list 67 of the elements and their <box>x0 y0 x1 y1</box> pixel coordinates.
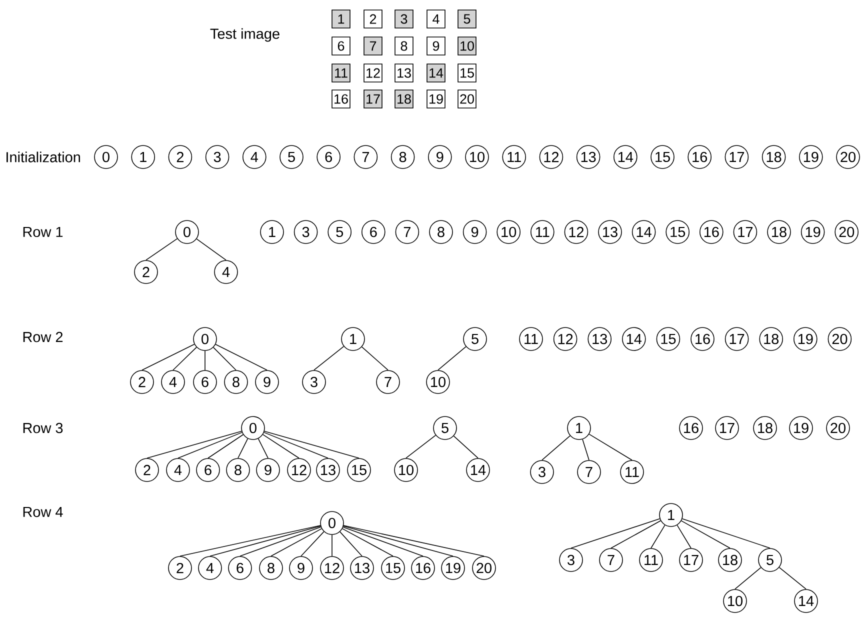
grid-cell: 10 <box>458 36 476 56</box>
tree-edge <box>342 526 424 556</box>
grid-cell: 5 <box>458 10 476 28</box>
tree-edge <box>362 346 388 370</box>
tree-edge <box>262 434 300 458</box>
grid-cell: 6 <box>332 36 350 56</box>
grid-cell: 7 <box>364 36 382 56</box>
tree-edge <box>676 524 692 548</box>
tree-edge <box>542 435 570 460</box>
tree-edge <box>343 525 484 556</box>
tree-edge <box>438 346 466 370</box>
grid-cell: 1 <box>332 10 350 28</box>
tree-edge <box>146 430 242 458</box>
tree-edge <box>142 344 195 370</box>
tree-edge <box>204 350 206 370</box>
tree-edge <box>588 434 632 460</box>
grid-cell: 11 <box>332 64 350 82</box>
tree-edge <box>178 432 242 458</box>
tree-edge <box>146 238 178 260</box>
tree-edge <box>681 520 730 548</box>
tree-edge <box>570 518 660 548</box>
grid-cell: 8 <box>394 36 414 56</box>
row-label: Test image <box>210 28 280 42</box>
grid-cell: 13 <box>394 64 414 82</box>
grid-cell: 15 <box>458 64 476 82</box>
tree-edge <box>240 526 322 556</box>
tree-edge <box>453 436 478 458</box>
tree-edge <box>208 434 244 458</box>
grid-cell: 12 <box>364 64 382 82</box>
tree-edge <box>778 567 806 590</box>
grid-cell: 3 <box>394 10 414 28</box>
tree-edge <box>650 524 666 548</box>
row-label: Initialization <box>6 152 80 162</box>
tree-edge <box>406 434 436 458</box>
tree-edge <box>314 346 344 370</box>
tree-edge <box>264 430 360 458</box>
tree-edge <box>215 344 268 370</box>
row-label: Row 2 <box>23 332 63 342</box>
tree-edge <box>258 438 268 458</box>
grid-cell: 17 <box>364 90 382 108</box>
tree-edge <box>238 438 248 458</box>
tree-edge <box>582 438 590 460</box>
grid-cell: 20 <box>458 90 476 108</box>
tree-edge <box>342 528 394 556</box>
grid-cell: 16 <box>332 90 350 108</box>
row-label: Row 3 <box>23 422 63 434</box>
grid-cell: 14 <box>426 64 446 82</box>
tree-edge <box>343 526 454 556</box>
tree-edge <box>213 347 236 370</box>
grid-cell: 9 <box>426 36 446 56</box>
tree-edge <box>340 531 362 556</box>
grid-cell: 2 <box>364 10 382 28</box>
tree-edge <box>270 528 322 556</box>
row-label: Row 4 <box>23 506 63 518</box>
grid-cell: 4 <box>426 10 446 28</box>
tree-edge <box>172 346 197 370</box>
tree-edge <box>300 531 324 556</box>
tree-edge <box>210 526 321 556</box>
tree-edge <box>682 518 770 548</box>
tree-edge <box>196 238 226 260</box>
grid-cell: 18 <box>394 90 414 108</box>
tree-edge <box>264 432 328 458</box>
row-label: Row 1 <box>23 226 63 238</box>
tree-edge <box>180 525 321 556</box>
tree-edge <box>734 567 762 590</box>
grid-cell: 19 <box>426 90 446 108</box>
tree-edge <box>610 520 661 548</box>
